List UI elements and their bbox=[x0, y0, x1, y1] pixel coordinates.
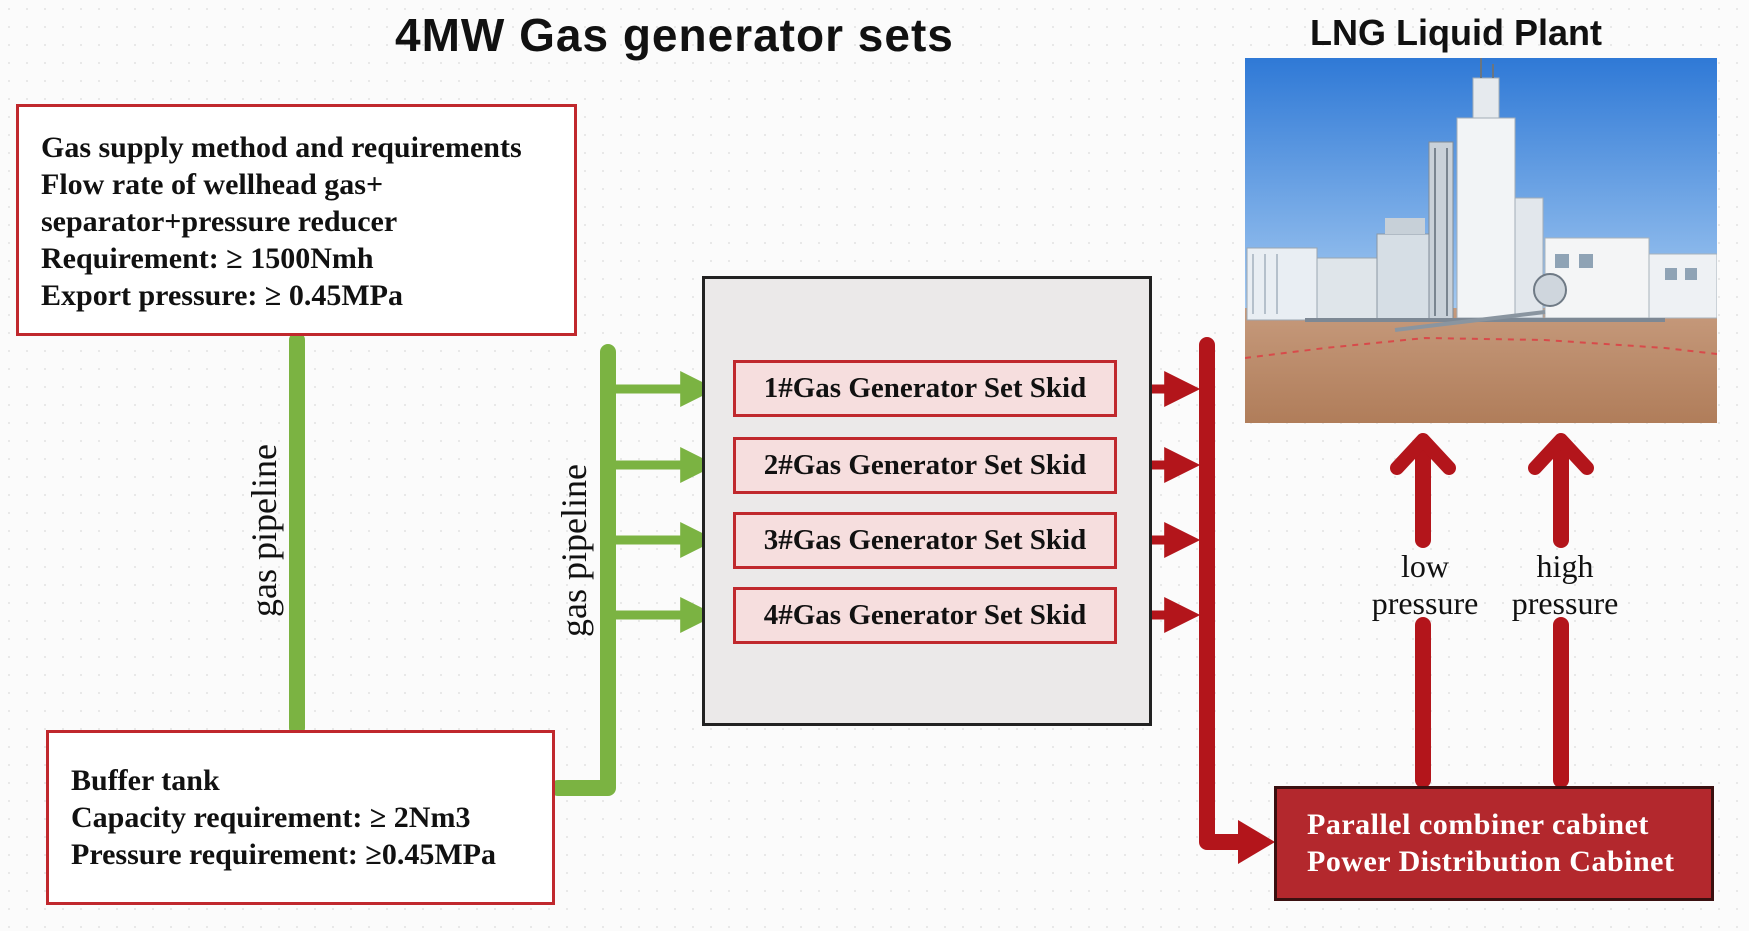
power-bus-line bbox=[1199, 337, 1258, 850]
gas-supply-line: Requirement: ≥ 1500Nmh bbox=[41, 242, 374, 275]
low-pressure-label-line: low bbox=[1401, 548, 1449, 584]
generator-skid-4: 4#Gas Generator Set Skid bbox=[733, 587, 1117, 644]
gas-pipeline-bend bbox=[550, 344, 616, 796]
main-title: 4MW Gas generator sets bbox=[395, 9, 954, 61]
gas-supply-line: Flow rate of wellhead gas+ bbox=[41, 168, 384, 201]
cabinet-line: Parallel combiner cabinet bbox=[1307, 808, 1649, 841]
low-pressure-arrowhead bbox=[1390, 433, 1456, 475]
gas-supply-line: separator+pressure reducer bbox=[41, 205, 398, 238]
gas-pipeline-label: gas pipeline bbox=[554, 464, 594, 637]
cabinet-line: Power Distribution Cabinet bbox=[1307, 845, 1675, 878]
lng-plant-photo bbox=[1245, 58, 1717, 423]
buffer-tank-line: Capacity requirement: ≥ 2Nm3 bbox=[71, 801, 471, 834]
gas-supply-requirements-box: Gas supply method and requirements Flow … bbox=[16, 104, 577, 336]
generator-skid-2: 2#Gas Generator Set Skid bbox=[733, 437, 1117, 494]
low-pressure-label: low pressure bbox=[1355, 548, 1495, 622]
power-bus-arrowhead bbox=[1238, 820, 1275, 864]
high-pressure-label-line: pressure bbox=[1511, 585, 1619, 621]
gas-supply-line: Gas supply method and requirements bbox=[41, 131, 522, 164]
buffer-tank-line: Pressure requirement: ≥0.45MPa bbox=[71, 838, 496, 871]
buffer-tank-box: Buffer tank Capacity requirement: ≥ 2Nm3… bbox=[46, 730, 555, 905]
plant-title: LNG Liquid Plant bbox=[1310, 12, 1602, 53]
generator-skid-1: 1#Gas Generator Set Skid bbox=[733, 360, 1117, 417]
high-pressure-arrowhead bbox=[1528, 433, 1594, 475]
combiner-distribution-cabinet: Parallel combiner cabinet Power Distribu… bbox=[1274, 786, 1714, 901]
high-pressure-label-line: high bbox=[1536, 548, 1594, 584]
gas-pipeline-label: gas pipeline bbox=[244, 444, 284, 617]
gas-supply-line: Export pressure: ≥ 0.45MPa bbox=[41, 279, 403, 312]
generator-sets-panel bbox=[702, 276, 1152, 726]
low-pressure-label-line: pressure bbox=[1371, 585, 1479, 621]
high-pressure-label: high pressure bbox=[1495, 548, 1635, 622]
generator-skid-3: 3#Gas Generator Set Skid bbox=[733, 512, 1117, 569]
buffer-tank-line: Buffer tank bbox=[71, 764, 220, 797]
